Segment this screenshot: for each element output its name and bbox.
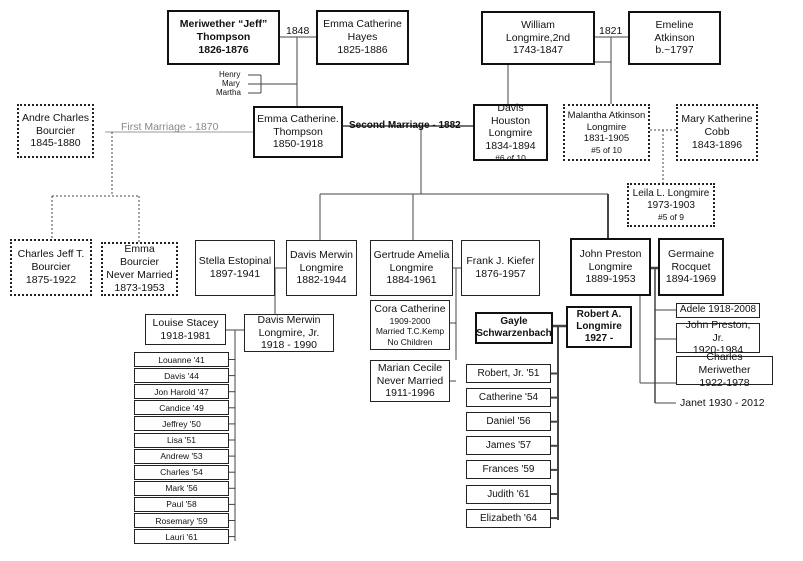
marriage-year-1821: 1821 (599, 25, 623, 37)
child-row: James '57 (466, 436, 551, 456)
marriage-year-1848: 1848 (286, 25, 310, 37)
sibling-mary: Mary (222, 79, 240, 88)
child-row: Louanne '41 (134, 352, 229, 367)
child-row: Lauri '61 (134, 529, 229, 545)
first-marriage-label: First Marriage - 1870 (121, 121, 219, 133)
person-janet: Janet 1930 - 2012 (680, 397, 765, 409)
person-cora-catherine: Cora Catherine 1909-2000 Married T.C.Kem… (370, 300, 450, 350)
child-row: Rosemary '59 (134, 513, 229, 528)
child-row: Elizabeth '64 (466, 508, 551, 528)
child-row: Daniel '56 (466, 412, 551, 432)
child-row: Andrew '53 (134, 448, 229, 464)
person-john-preston-jr: John Preston, Jr.1920-1984 (676, 319, 760, 356)
child-row: Jeffrey '50 (134, 416, 229, 432)
child-row: Davis '44 (134, 368, 229, 384)
child-row: Charles '54 (134, 464, 229, 480)
child-row: Lisa '51 (134, 432, 229, 448)
child-row: Judith '61 (466, 484, 551, 504)
person-adele: Adele 1918-2008 (676, 303, 760, 318)
child-row: Catherine '54 (466, 388, 551, 408)
sibling-henry: Henry (219, 70, 241, 79)
child-row: Mark '56 (134, 480, 229, 496)
child-row: Robert, Jr. '51 (466, 364, 551, 383)
child-row: Candice '49 (134, 400, 229, 416)
second-marriage-label: Second Marriage - 1882 (349, 120, 461, 131)
sibling-martha: Martha (216, 88, 241, 97)
child-row: Frances '59 (466, 460, 551, 480)
child-row: Jon Harold '47 (134, 384, 229, 400)
child-row: Paul '58 (134, 496, 229, 512)
